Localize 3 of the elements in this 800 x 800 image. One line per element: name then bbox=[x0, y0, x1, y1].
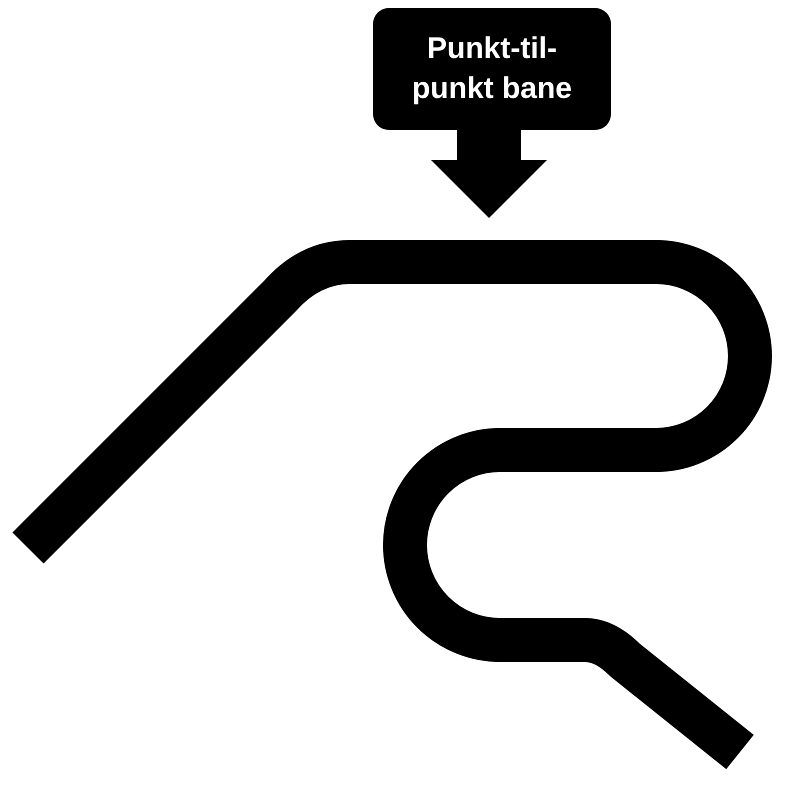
callout-box bbox=[373, 8, 611, 130]
callout-text: Punkt-til-punkt bane bbox=[410, 31, 573, 107]
block-arrow bbox=[431, 130, 547, 218]
